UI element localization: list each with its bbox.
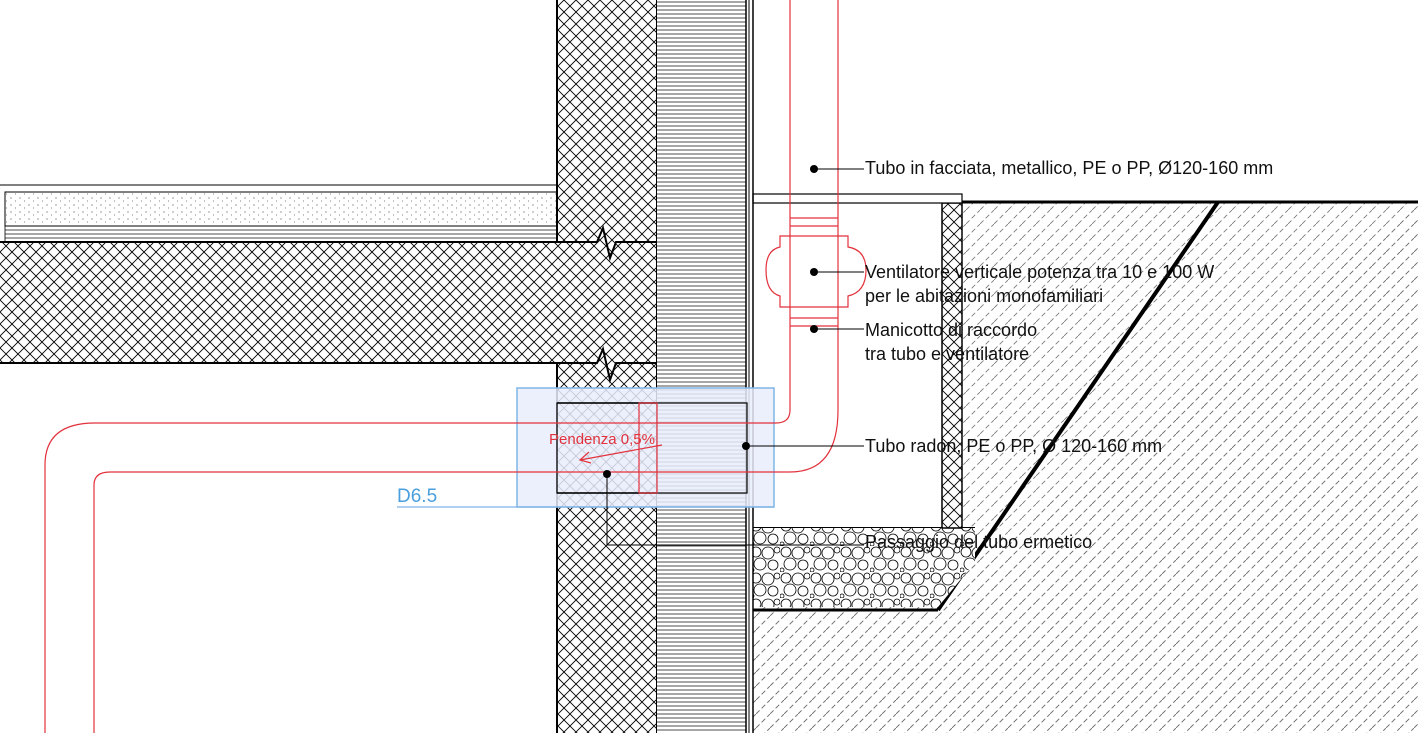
slope-arrow (578, 444, 663, 464)
radon-pipe (44, 0, 839, 733)
passage-label: Passaggio del tubo ermetico (865, 532, 1092, 552)
leader-lines (606, 168, 864, 546)
sleeve-label-line2: tra tubo e ventilatore (865, 344, 1029, 364)
gravel-drainage (753, 528, 975, 607)
insulation-layer (657, 0, 754, 733)
fan-label-line1: Ventilatore verticale potenza tra 10 e 1… (865, 262, 1214, 282)
fan-label-line2: per le abitazioni monofamiliari (865, 286, 1103, 306)
leader-dots (603, 165, 818, 478)
facade-pipe-label: Tubo in facciata, metallico, PE o PP, Ø1… (865, 158, 1273, 178)
radon-pipe-label: Tubo radon, PE o PP, Ø 120-160 mm (865, 436, 1162, 456)
light-shaft-wall (752, 193, 963, 529)
highlight-box (516, 387, 775, 508)
sleeve-label-line1: Manicotto di raccordo (865, 320, 1037, 340)
detail-reference-label: D6.5 (397, 486, 437, 507)
break-lines (557, 224, 657, 384)
fan-unit (765, 217, 867, 327)
slope-label: Pendenza 0,5% (549, 431, 655, 448)
floor-slab (0, 184, 558, 364)
